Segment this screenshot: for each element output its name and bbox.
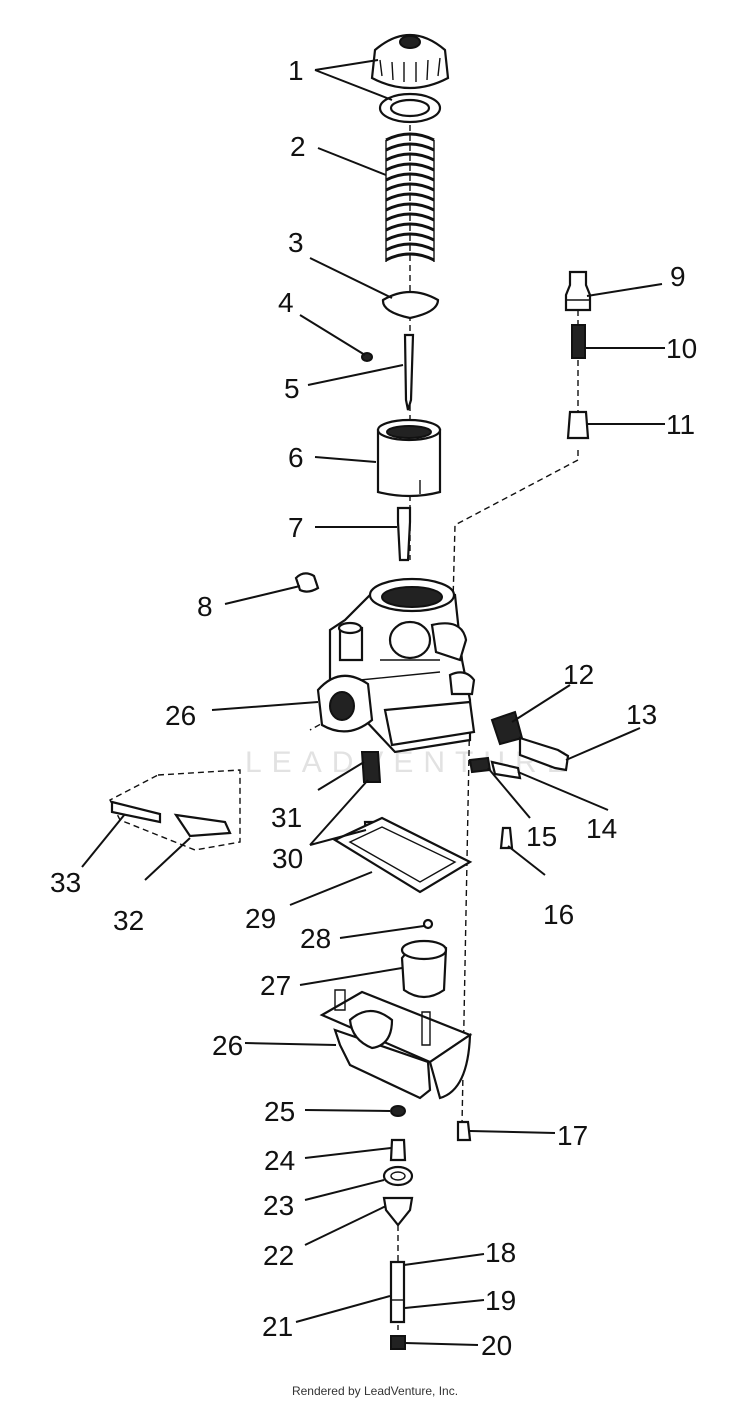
cable-adjuster [564,270,592,312]
callout-24: 24 [264,1145,295,1176]
callout-31: 31 [271,802,302,833]
float-bowl-gasket [332,816,473,894]
starter-plunger [389,1260,406,1324]
callout-23: 23 [263,1190,294,1221]
callout-numbers: 1 2 3 4 5 6 7 8 9 10 11 12 13 14 15 16 1… [50,55,697,1361]
drain-fitting [499,826,514,850]
callout-33: 33 [50,867,81,898]
callout-5: 5 [284,373,300,404]
callout-20: 20 [481,1330,512,1361]
leader-lines [81,59,665,1346]
callout-30: 30 [272,843,303,874]
idle-spring [468,756,492,774]
callout-17: 17 [557,1120,588,1151]
callout-16: 16 [543,899,574,930]
plunger-cap [390,1335,406,1350]
jet-o-ring [390,1105,406,1117]
callout-12: 12 [563,659,594,690]
callout-6: 6 [288,442,304,473]
callout-2: 2 [290,131,306,162]
cap-nut [370,33,450,90]
callout-3: 3 [288,227,304,258]
needle-clip-plate [381,290,440,320]
float-bowl [319,989,473,1100]
adjuster-spring [571,324,586,359]
callout-26-bowl: 26 [212,1030,243,1061]
callout-13: 13 [626,699,657,730]
drain-bolt [456,1120,472,1142]
idle-screw [490,760,522,780]
callout-32: 32 [113,905,144,936]
callout-9: 9 [670,261,686,292]
callout-4: 4 [278,287,294,318]
callout-22: 22 [263,1240,294,1271]
throttle-slide [376,418,442,498]
main-jet-holder [360,751,382,783]
callout-26-body: 26 [165,700,196,731]
callout-7: 7 [288,512,304,543]
spring [385,132,435,262]
callout-10: 10 [666,333,697,364]
float-pin [422,918,434,930]
callout-28: 28 [300,923,331,954]
cable-line [451,450,579,641]
carburetor-body [316,577,476,754]
callout-29: 29 [245,903,276,934]
callout-8: 8 [197,591,213,622]
callout-15: 15 [526,821,557,852]
footer-credit: Rendered by LeadVenture, Inc. [291,1384,459,1398]
adjuster-cap [566,410,590,440]
needle-jet [396,506,412,562]
parts-drawing [109,33,592,1350]
callout-1: 1 [288,55,304,86]
jet-needle [403,333,415,411]
pilot-air-spring [490,710,524,746]
callout-18: 18 [485,1237,516,1268]
callout-27: 27 [260,970,291,1001]
bowl-washer [382,1165,414,1187]
jet-plug [389,1138,407,1162]
callout-19: 19 [485,1285,516,1316]
vent-hose-bracket [109,769,241,851]
float [400,939,448,999]
drain-plug [382,1196,414,1227]
pilot-plug [294,572,320,593]
callout-14: 14 [586,813,617,844]
callout-25: 25 [264,1096,295,1127]
cap-ring [378,92,442,124]
callout-11: 11 [666,409,695,440]
pilot-air-screw [518,736,570,772]
callout-21: 21 [262,1311,293,1342]
